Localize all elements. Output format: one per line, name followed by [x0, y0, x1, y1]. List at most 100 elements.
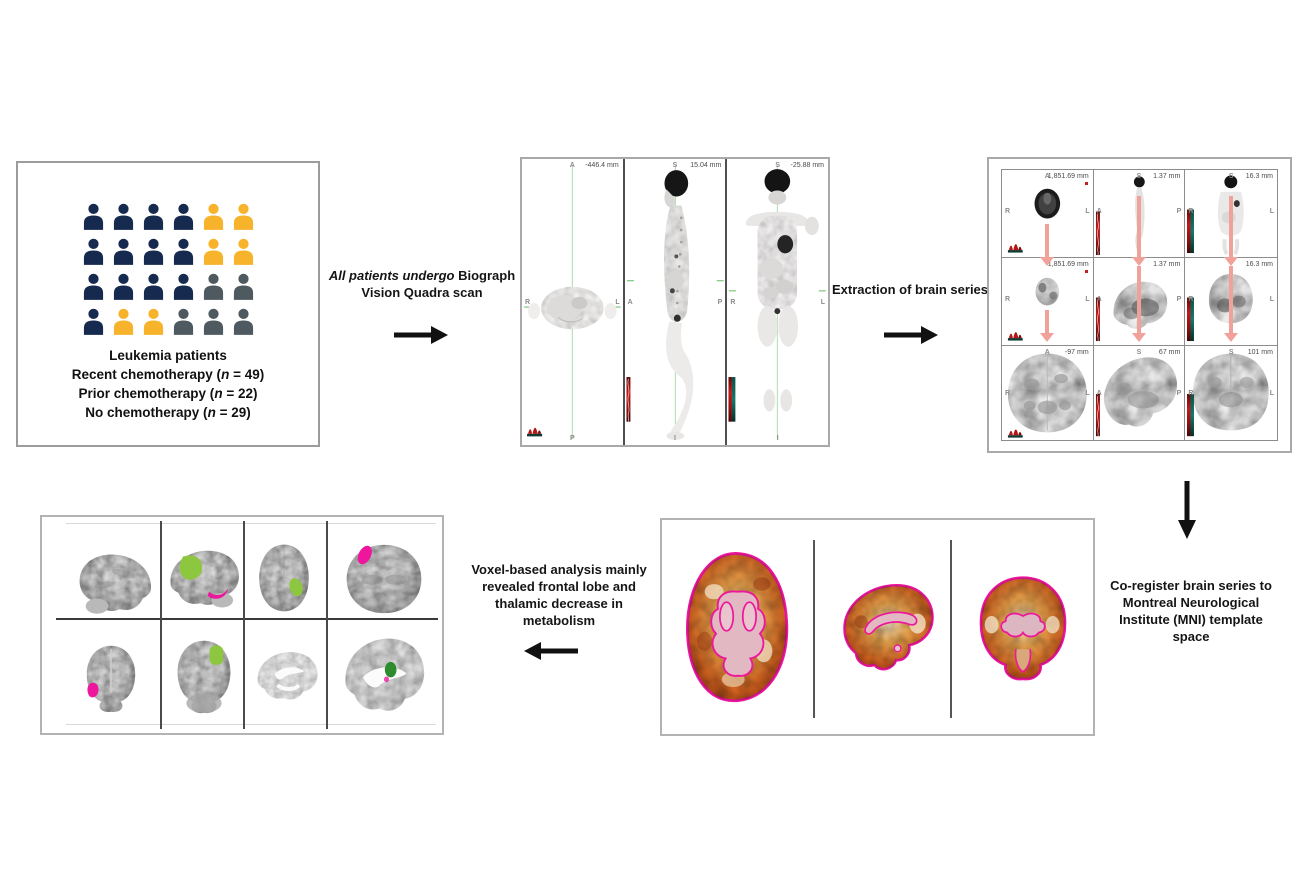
colorbar-red: [1095, 393, 1100, 437]
patient-icon: [82, 308, 105, 335]
histogram-icon: [1007, 332, 1023, 341]
orientation-label: A: [627, 299, 633, 306]
orientation-label: R: [1188, 208, 1194, 215]
orientation-label: A: [1044, 349, 1050, 356]
patient-icon: [82, 273, 105, 300]
series-cell-sagittal-brain: S 67 mm A P: [1094, 346, 1186, 440]
pet-coronal-body-image: [728, 165, 827, 439]
orientation-label: R: [1188, 390, 1194, 397]
series-cell-axial-head: 1,851.69 mm R L: [1002, 258, 1094, 346]
mni-axial-brain-image: [686, 552, 789, 703]
patient-icon: [202, 273, 225, 300]
orientation-label: I: [776, 435, 779, 442]
magenta-cluster-overlay: [207, 588, 228, 599]
patient-icon: [232, 203, 255, 230]
slice-position-label: 67 mm: [1158, 349, 1181, 356]
orientation-label: L: [1085, 208, 1090, 215]
orientation-label: P: [1176, 296, 1182, 303]
histogram-icon: [1007, 244, 1023, 253]
patients-caption: Leukemia patients Recent chemotherapy (n…: [18, 346, 318, 422]
caption-lines: Recent chemotherapy (n = 49)Prior chemot…: [18, 365, 318, 422]
grid-divider-vertical: [326, 521, 328, 729]
series-cell-axial-brain: A -97 mm R L: [1002, 346, 1094, 440]
red-marker: [1084, 182, 1088, 185]
orientation-label: R: [1188, 296, 1194, 303]
green-cluster-overlay: [179, 555, 203, 580]
patient-icon: [82, 238, 105, 265]
brain-region: [664, 170, 688, 197]
series-cell-coronal-brain: S 101 mm R L: [1185, 346, 1277, 440]
glass-brain-sagittal-slice: [257, 652, 318, 700]
large-coronal-brain-image: [1187, 353, 1270, 437]
patient-icon: [172, 203, 195, 230]
mni-template-panel: [660, 518, 1095, 736]
slice-position-label: 16.3 mm: [1245, 261, 1273, 268]
histogram-icon: [1007, 429, 1023, 438]
orientation-label: S: [1228, 349, 1234, 356]
patient-icon: [112, 308, 135, 335]
pet-sagittal-body-image: [625, 165, 724, 440]
frame-line: [66, 523, 436, 524]
slice-position-label: 1.37 mm: [1153, 261, 1181, 268]
orientation-label: L: [1269, 296, 1274, 303]
green-cluster-overlay: [384, 661, 397, 678]
orientation-label: S: [1228, 173, 1234, 180]
scan-view-axial: A -446.4 mm R L P: [522, 159, 623, 445]
grid-divider-horizontal: [56, 618, 438, 620]
orientation-label: R: [730, 299, 736, 306]
glass-brain-lateral-left: [79, 554, 151, 614]
orientation-label: L: [1269, 208, 1274, 215]
brain-series-panel: A 1,851.69 mm R L S 1.37 mm A P: [987, 157, 1292, 453]
patient-icon: [232, 308, 255, 335]
colorbar-dual: [728, 377, 736, 422]
slice-position-label: 101 mm: [1247, 349, 1273, 356]
mni-sagittal-brain-image: [843, 584, 934, 671]
glass-brain-axial-top: [259, 544, 309, 612]
series-grid: A 1,851.69 mm R L S 1.37 mm A P: [1001, 169, 1278, 441]
green-cluster-overlay: [289, 578, 303, 597]
flow-arrow-left: [524, 642, 578, 660]
caption-title: Leukemia patients: [109, 348, 227, 363]
brain-region: [764, 169, 791, 194]
patient-icon: [232, 273, 255, 300]
registration-arrow-down: [1040, 310, 1055, 342]
orientation-label: A: [1096, 208, 1102, 215]
green-cluster-overlay: [209, 645, 224, 665]
step-label-coregister: Co-register brain series to Montreal Neu…: [1110, 578, 1272, 644]
magenta-cluster-overlay: [384, 676, 390, 683]
slice-position-label: -97 mm: [1064, 349, 1089, 356]
series-cell-coronal-body: S 16.3 mm R L: [1185, 170, 1277, 266]
flow-arrow-right-1: [394, 326, 448, 344]
glass-brain-frontal: [86, 645, 136, 713]
colorbar-red: [1095, 211, 1100, 256]
colorbar-red: [625, 376, 631, 423]
orientation-label: R: [1005, 208, 1011, 215]
orientation-label: L: [820, 299, 826, 306]
colorbar-dual: [1187, 297, 1195, 342]
patient-icon: [112, 238, 135, 265]
series-cell-sagittal-body: S 1.37 mm A P: [1093, 170, 1186, 266]
orientation-label: P: [570, 435, 575, 442]
slice-position-label: -446.4 mm: [585, 162, 619, 169]
patient-icon: [142, 203, 165, 230]
slice-position-label: 16.3 mm: [1245, 173, 1273, 180]
glass-brain-coronal-slice: [345, 638, 425, 711]
orientation-label: R: [1005, 390, 1011, 397]
mini-axial-head-image: [1007, 277, 1060, 341]
patient-icon: [202, 308, 225, 335]
patient-icon: [232, 238, 255, 265]
pet-axial-torso-image: [524, 165, 621, 439]
slice-position-label: 1,851.69 mm: [1047, 261, 1089, 268]
registration-arrow-down: [1224, 266, 1239, 342]
colorbar-dual: [1187, 209, 1195, 254]
voxel-analysis-panel: [40, 515, 444, 735]
patient-icon: [202, 203, 225, 230]
slice-position-label: 1,851.69 mm: [1047, 173, 1089, 180]
orientation-label: L: [1269, 390, 1274, 397]
slice-position-label: 1.37 mm: [1153, 173, 1181, 180]
magenta-cluster-overlay: [87, 682, 99, 698]
slice-position-label: 15.04 mm: [690, 162, 722, 169]
grid-divider-vertical: [160, 521, 162, 729]
patient-icon: [142, 238, 165, 265]
colorbar-red: [1095, 297, 1100, 342]
